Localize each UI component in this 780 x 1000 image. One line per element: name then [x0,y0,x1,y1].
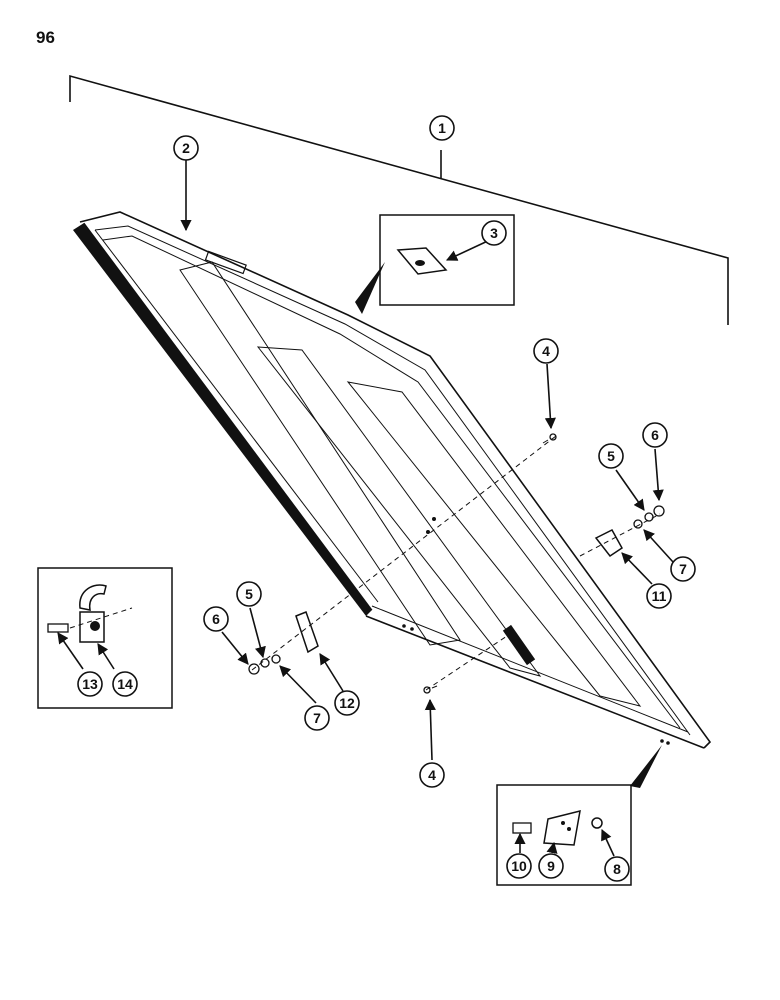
inset-box-latch [37,567,173,709]
callout-4-top: 4 [533,338,559,364]
plate-part-9 [543,809,581,846]
svg-text:4: 4 [428,767,436,783]
callout-6-right: 6 [642,422,668,448]
svg-text:7: 7 [313,710,321,726]
assembly-bracket [69,74,729,325]
callout-12: 12 [334,690,360,716]
callout-5-left: 5 [236,581,262,607]
nut-washer-left [248,654,281,675]
nut-part-6-left [248,663,260,675]
svg-text:12: 12 [339,695,355,711]
leader-wedge-3 [355,262,385,314]
hardware-group [248,433,665,694]
nut-part-6-right [653,505,665,517]
svg-text:13: 13 [82,676,98,692]
callout-3: 3 [481,220,507,246]
svg-text:1: 1 [438,120,446,136]
bolt-part-4-top [542,433,557,444]
callout-10: 10 [506,853,532,879]
washer-part-7-right [633,519,643,529]
svg-text:4: 4 [542,343,550,359]
inset-box-3 [379,214,515,306]
bolt-part-13 [47,623,69,633]
leader-lines [57,160,674,857]
svg-text:7: 7 [679,561,687,577]
svg-text:2: 2 [182,140,190,156]
svg-text:6: 6 [651,427,659,443]
callout-14: 14 [112,671,138,697]
bracket-part-11 [594,529,623,558]
washer-part-7-left [271,654,281,664]
callout-6-left: 6 [203,606,229,632]
callout-7-right: 7 [670,556,696,582]
leader-wedge-8 [630,745,662,788]
callout-11: 11 [646,583,672,609]
clip-part-3 [396,247,448,275]
svg-text:11: 11 [652,588,667,604]
washer-part-8 [591,817,603,829]
page-number: 96 [36,28,55,47]
nut-washer-right [633,505,665,529]
svg-text:8: 8 [613,861,621,877]
callout-5-right: 5 [598,443,624,469]
svg-text:10: 10 [511,858,527,874]
bolt-part-10 [512,822,532,834]
callout-1: 1 [429,115,455,141]
callout-8: 8 [604,856,630,882]
lockwasher-part-5-right [644,512,654,522]
svg-text:9: 9 [547,858,555,874]
callout-9: 9 [538,853,564,879]
roof-panel [73,211,712,749]
callout-13: 13 [77,671,103,697]
bracket-part-12 [295,611,319,654]
svg-text:5: 5 [245,586,253,602]
callout-2: 2 [173,135,199,161]
callout-7-left: 7 [304,705,330,731]
bolt-part-4-bottom [423,685,438,694]
lockwasher-part-5-left [260,658,270,668]
svg-text:3: 3 [490,225,498,241]
svg-text:14: 14 [117,676,133,692]
svg-text:6: 6 [212,611,220,627]
callout-4-bottom: 4 [419,762,445,788]
svg-text:5: 5 [607,448,615,464]
latch-part-14 [79,611,105,643]
